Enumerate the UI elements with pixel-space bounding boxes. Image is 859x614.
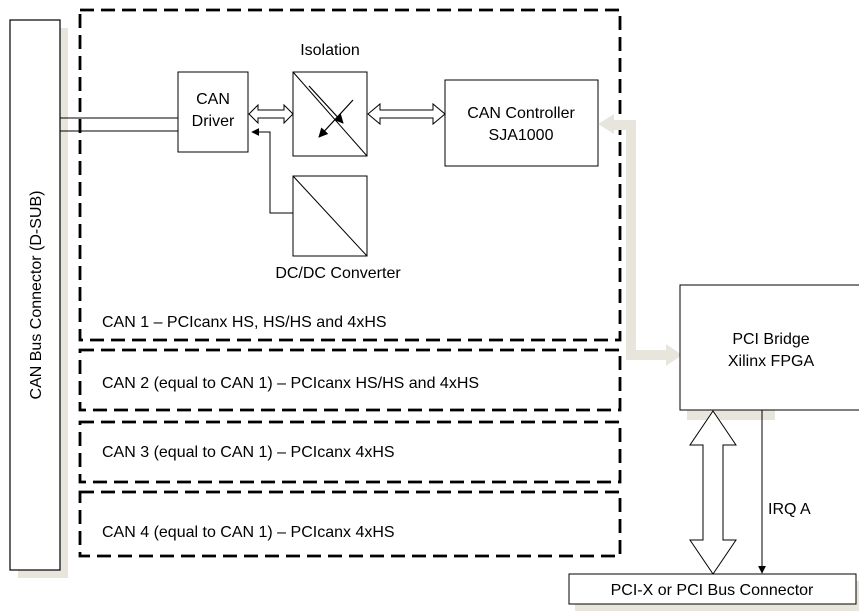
- isolation-icon: [292, 71, 368, 157]
- pci-bus-connector-label: PCI-X or PCI Bus Connector: [611, 582, 814, 599]
- pci-bridge-box: [679, 284, 859, 411]
- channel-boxes: [78, 8, 622, 558]
- can-driver-label-line1: CAN: [196, 91, 230, 108]
- can-controller-label-line1: CAN Controller: [467, 105, 575, 122]
- isolation-label: Isolation: [300, 42, 360, 59]
- can4-channel-box: [78, 490, 622, 558]
- can3-channel-box: [78, 420, 622, 484]
- can-controller-box: [444, 79, 599, 167]
- can-bus-connector: [9, 19, 61, 571]
- can-bus-connector-label: CAN Bus Connector (D-SUB): [28, 191, 45, 400]
- pci-bridge-label-line2: Xilinx FPGA: [728, 353, 815, 370]
- dcdc-converter-label: DC/DC Converter: [275, 265, 401, 282]
- can3-channel-label: CAN 3 (equal to CAN 1) – PCIcanx 4xHS: [102, 444, 395, 461]
- can-bus-lines: [60, 117, 178, 132]
- dcdc-power-line: [251, 128, 293, 214]
- isolation-controller-arrow: [367, 102, 446, 126]
- can-driver-box: [177, 71, 249, 153]
- can2-channel-label: CAN 2 (equal to CAN 1) – PCIcanx HS/HS a…: [102, 375, 479, 392]
- pci-bus-connector: [568, 573, 857, 605]
- bridge-connector-arrow: [689, 410, 737, 575]
- can4-channel-label: CAN 4 (equal to CAN 1) – PCIcanx 4xHS: [102, 524, 395, 541]
- pci-bridge-label-line1: PCI Bridge: [732, 331, 809, 348]
- can-driver-label-line2: Driver: [192, 113, 235, 130]
- can2-channel-box: [78, 348, 622, 412]
- driver-isolation-arrow: [248, 103, 294, 125]
- irq-label: IRQ A: [768, 501, 811, 518]
- dcdc-converter-icon: [292, 175, 368, 257]
- can-controller-label-line2: SJA1000: [489, 127, 554, 144]
- controller-bridge-bus: [598, 114, 682, 366]
- can1-channel-label: CAN 1 – PCIcanx HS, HS/HS and 4xHS: [102, 314, 387, 331]
- can1-channel-box: [78, 8, 622, 342]
